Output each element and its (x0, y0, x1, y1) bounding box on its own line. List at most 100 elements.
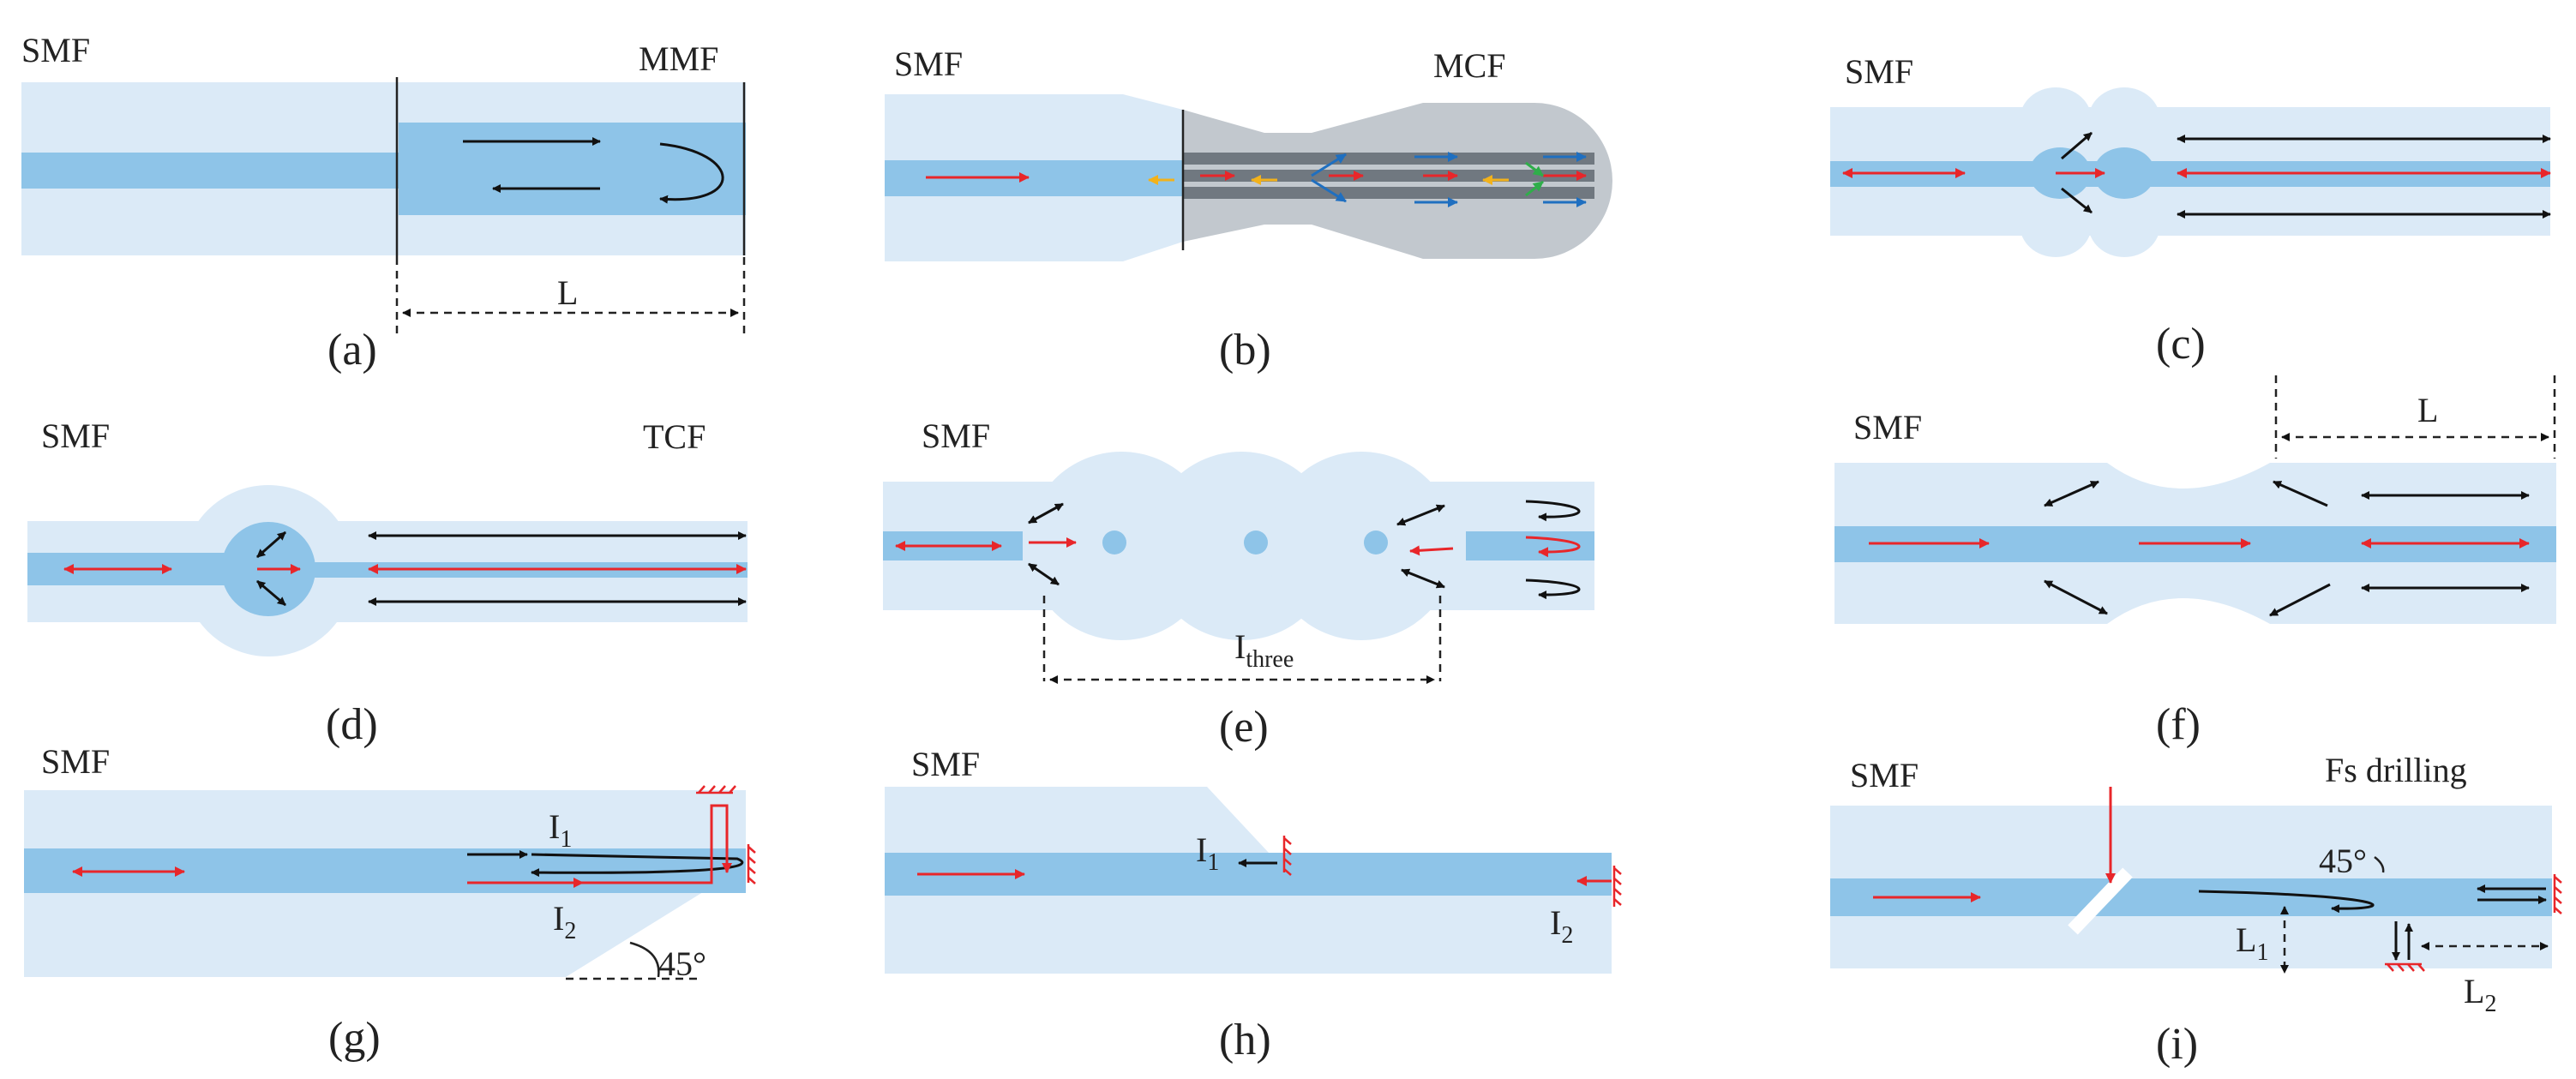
smf-core (21, 153, 399, 189)
left-fiber-label: SMF (41, 742, 110, 781)
left-fiber-label: SMF (1845, 52, 1913, 91)
bulge-top-left (2020, 87, 2092, 153)
scatter-arrow-4 (1401, 568, 1445, 589)
green-arrow-2 (1525, 180, 1544, 197)
angle-label: 45° (2319, 842, 2367, 880)
end-mirror-hatch (1613, 867, 1622, 906)
panel-e: Ithree SMF (e) (883, 417, 1594, 752)
span-label-sub: three (1246, 646, 1294, 673)
end-mirror-hatch (748, 846, 756, 884)
micro-cavity-1 (1102, 531, 1126, 554)
angle-arc (2374, 856, 2385, 873)
scatter-arrow-3 (1396, 504, 1445, 526)
l1-label-sub: 1 (2256, 939, 2268, 966)
mcf-core-bottom (1183, 187, 1594, 199)
scatter-arrow-up (2061, 131, 2093, 160)
scatter-arrow-down (2061, 187, 2093, 214)
output-core (1466, 531, 1594, 560)
green-arrow-1 (1525, 161, 1544, 177)
i2-label: I2 (553, 899, 576, 944)
i1-label-sub: 1 (1207, 849, 1219, 876)
panel-d: SMF TCF (d) (27, 417, 748, 749)
scatter-arrow-2 (2044, 579, 2108, 615)
panel-caption: (d) (326, 700, 378, 749)
output-loop-bottom (1525, 578, 1581, 600)
mcf-core-top (1183, 153, 1594, 165)
panel-h: I1 I2 SMF (h) (885, 745, 1622, 1064)
i2-label-sub: 2 (564, 918, 576, 944)
i1-label: I1 (1196, 830, 1219, 876)
l1-label: L1 (2236, 920, 2268, 966)
mmf-core (399, 123, 746, 215)
panel-b: SMF MCF (b) (885, 45, 1612, 375)
scatter-arrow-1 (1028, 502, 1064, 525)
right-fiber-label: MMF (639, 39, 718, 78)
panel-g: 45° I1 I2 SMF (g) (24, 742, 756, 1063)
left-fiber-label: SMF (21, 31, 90, 69)
span-label-main: I (1234, 627, 1246, 666)
i1-label-main: I (1196, 830, 1207, 869)
l2-label-sub: 2 (2484, 991, 2496, 1017)
panel-f: L SMF (f) (1834, 375, 2556, 749)
bulge-top-right (2088, 87, 2160, 153)
right-fiber-label: MCF (1433, 46, 1506, 85)
left-fiber-label: SMF (1850, 756, 1918, 794)
panel-caption: (c) (2156, 320, 2206, 369)
left-fiber-label: SMF (1853, 408, 1922, 447)
scatter-arrow-down (256, 579, 286, 607)
end-mirror-hatch (2554, 876, 2562, 914)
side-mirror-hatch (2387, 963, 2425, 972)
mcf-core-mid (1183, 170, 1594, 182)
scatter-arrow-4 (2269, 583, 2331, 617)
scatter-arrow-up (256, 531, 286, 559)
blue-arrow-1 (1311, 153, 1347, 177)
scatter-arrow-1 (2044, 480, 2099, 507)
left-fiber-label: SMF (41, 417, 110, 455)
micro-cavity-3 (1364, 531, 1388, 554)
output-loop-mid (1525, 536, 1581, 558)
output-loop-top (1525, 500, 1581, 522)
i2-label-sub: 2 (1561, 922, 1573, 949)
reflection-arrow (659, 142, 724, 204)
micro-cavity-2 (1244, 531, 1268, 554)
panel-c: SMF (c) (1830, 52, 2551, 369)
tool-label: Fs drilling (2325, 751, 2467, 789)
scatter-arrow-3 (2273, 480, 2328, 507)
right-fiber-label: TCF (643, 417, 706, 456)
i2-label: I2 (1550, 903, 1573, 949)
panel-caption: (a) (327, 326, 377, 375)
panel-caption: (f) (2156, 700, 2201, 749)
blue-arrow-2 (1311, 178, 1347, 203)
panel-caption: (b) (1219, 326, 1271, 375)
panel-a: L SMF MMF (a) (21, 31, 746, 375)
l2-label-main: L (2464, 972, 2484, 1010)
l2-label: L2 (2464, 972, 2496, 1017)
scatter-arrow-2 (1028, 562, 1060, 586)
i2-label-main: I (1550, 903, 1561, 942)
left-fiber-label: SMF (894, 45, 963, 83)
cladding-lobe-3 (1267, 452, 1456, 640)
step-mirror-hatch (1283, 837, 1292, 876)
red-reflection-path (467, 804, 732, 884)
panel-caption: (g) (328, 1014, 381, 1063)
top-mirror-hatch (698, 785, 736, 794)
length-label: L (2417, 391, 2438, 429)
panel-caption: (h) (1219, 1016, 1271, 1064)
panel-caption: (e) (1219, 703, 1269, 752)
i1-label-sub: 1 (560, 826, 572, 853)
left-fiber-label: SMF (922, 417, 990, 455)
bulge-bottom-right (2088, 192, 2160, 257)
return-arrow (1409, 545, 1454, 556)
left-fiber-label: SMF (911, 745, 980, 783)
bulge-bottom-left (2020, 192, 2092, 257)
air-bubble-right (2093, 147, 2155, 199)
drilled-slot (2068, 867, 2133, 935)
angle-label: 45° (658, 944, 706, 983)
reflection-loop (2198, 890, 2375, 914)
i1-label: I1 (549, 807, 572, 853)
i2-label-main: I (553, 899, 564, 938)
i1-label-main: I (549, 807, 560, 846)
angle-arc (629, 941, 660, 978)
length-label: L (557, 273, 578, 312)
